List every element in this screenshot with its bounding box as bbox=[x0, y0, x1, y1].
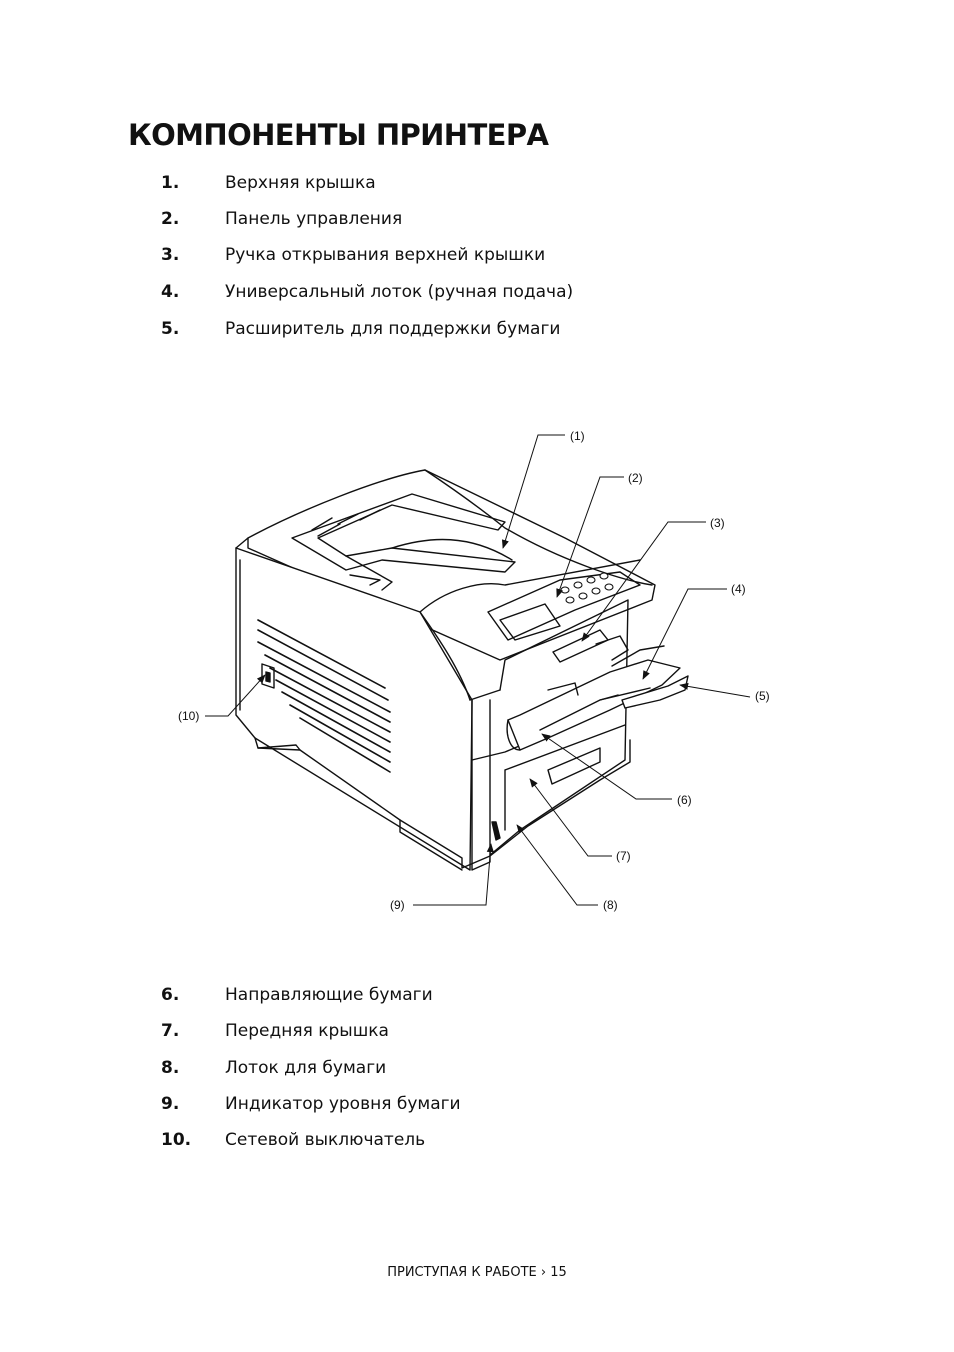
callout-label: (1) bbox=[570, 429, 585, 443]
callout-label: (4) bbox=[731, 582, 746, 596]
item-number: 2. bbox=[161, 209, 180, 229]
item-text: Ручка открывания верхней крышки bbox=[225, 245, 546, 265]
item-number: 7. bbox=[161, 1021, 180, 1041]
page-footer: ПРИСТУПАЯ К РАБОТЕ › 15 bbox=[0, 1265, 954, 1280]
printer-drawing bbox=[235, 469, 689, 871]
item-text: Сетевой выключатель bbox=[225, 1130, 426, 1150]
item-text: Лоток для бумаги bbox=[225, 1058, 387, 1078]
item-number: 8. bbox=[161, 1058, 180, 1078]
page-title: КОМПОНЕНТЫ ПРИНТЕРА bbox=[128, 118, 549, 152]
callout-label: (7) bbox=[616, 849, 631, 863]
callout-lines bbox=[205, 434, 751, 906]
callout-label: (5) bbox=[755, 689, 770, 703]
callout-labels: (1) (2) (3) (4) (5) (6) (7) (8) (9) (10) bbox=[178, 429, 770, 912]
item-text: Передняя крышка bbox=[225, 1021, 389, 1041]
item-number: 1. bbox=[161, 173, 180, 193]
item-number: 10. bbox=[161, 1130, 192, 1150]
item-number: 4. bbox=[161, 282, 180, 302]
item-number: 3. bbox=[161, 245, 180, 265]
footer-separator: › bbox=[540, 1265, 547, 1280]
item-text: Расширитель для поддержки бумаги bbox=[225, 319, 561, 339]
item-text: Панель управления bbox=[225, 209, 403, 229]
item-text: Верхняя крышка bbox=[225, 173, 376, 193]
item-number: 6. bbox=[161, 985, 180, 1005]
item-text: Индикатор уровня бумаги bbox=[225, 1094, 461, 1114]
callout-label: (8) bbox=[603, 898, 618, 912]
item-text: Направляющие бумаги bbox=[225, 985, 433, 1005]
callout-label: (9) bbox=[390, 898, 405, 912]
item-text: Универсальный лоток (ручная подача) bbox=[225, 282, 574, 302]
callout-label: (2) bbox=[628, 471, 643, 485]
item-number: 5. bbox=[161, 319, 180, 339]
footer-page-number: 15 bbox=[550, 1265, 567, 1280]
item-number: 9. bbox=[161, 1094, 180, 1114]
footer-section: ПРИСТУПАЯ К РАБОТЕ bbox=[387, 1265, 537, 1280]
callout-label: (3) bbox=[710, 516, 725, 530]
callout-label: (6) bbox=[677, 793, 692, 807]
callout-label: (10) bbox=[178, 709, 199, 723]
